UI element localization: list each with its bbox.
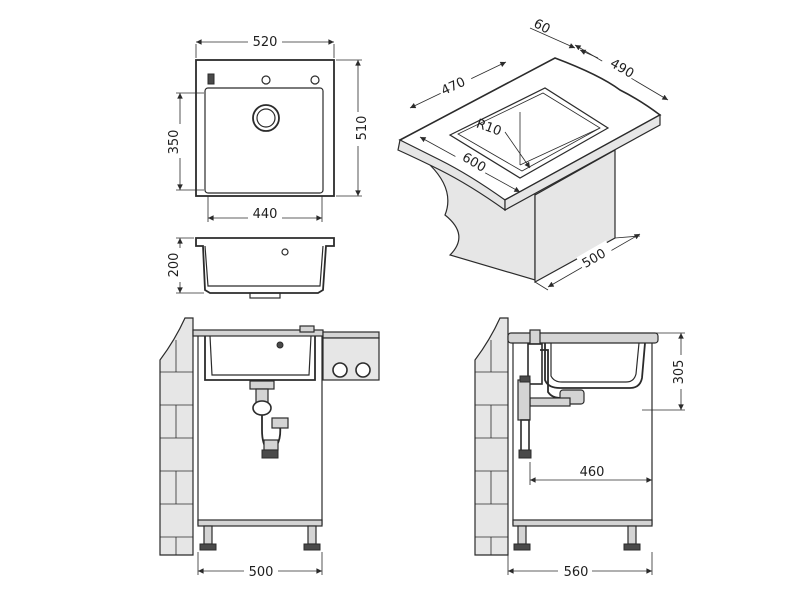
cross-section-view: 200 bbox=[167, 237, 335, 299]
drain-inner-icon bbox=[256, 108, 276, 128]
overflow-slot-icon bbox=[207, 73, 215, 85]
brick-wall-side bbox=[474, 317, 509, 556]
cabinet-base bbox=[197, 519, 323, 527]
sink-bowl-side bbox=[544, 342, 646, 389]
dim-inner-height: 350 bbox=[167, 130, 182, 155]
dim-iso-flange: 60 bbox=[531, 16, 553, 37]
top-view: 520 510 350 440 bbox=[167, 34, 370, 222]
cabinet-leg-icon bbox=[203, 525, 213, 545]
plumbing-pipe-icon bbox=[517, 329, 585, 459]
side-install-view: 305 460 560 bbox=[474, 317, 687, 580]
countertop-right-edge bbox=[504, 113, 661, 212]
drain-icon bbox=[252, 104, 280, 132]
dim-depth: 200 bbox=[167, 253, 182, 278]
siphon-trap-icon bbox=[249, 380, 289, 459]
dim-side-height: 305 bbox=[672, 360, 687, 385]
sink-bowl-outline bbox=[204, 87, 324, 194]
front-install-view: 500 bbox=[159, 317, 380, 580]
overflow-hole-icon bbox=[281, 248, 289, 256]
brick-wall bbox=[159, 317, 194, 556]
knob-icon bbox=[332, 362, 348, 378]
dim-side-cabinet-depth: 560 bbox=[564, 565, 589, 580]
sink-bowl-front bbox=[204, 336, 316, 381]
sink-rim-outline bbox=[195, 59, 335, 197]
tap-hole-icon bbox=[310, 75, 320, 85]
countertop-side bbox=[507, 332, 659, 344]
dim-front-cabinet-width: 500 bbox=[249, 565, 274, 580]
overflow-hole-icon bbox=[276, 341, 284, 349]
countertop-surface bbox=[398, 57, 662, 201]
dim-side-offset: 460 bbox=[580, 465, 605, 480]
dim-top-width: 520 bbox=[253, 35, 278, 50]
cabinet-leg-icon bbox=[627, 525, 637, 545]
isometric-view: R10 60 490 470 600 500 bbox=[397, 16, 669, 291]
dim-top-height: 510 bbox=[355, 116, 370, 141]
knob-icon bbox=[355, 362, 371, 378]
tap-base-icon bbox=[299, 325, 315, 333]
drain-outlet-icon bbox=[249, 292, 281, 299]
cabinet-base-side bbox=[512, 519, 653, 527]
tap-hole-icon bbox=[261, 75, 271, 85]
side-appliance bbox=[322, 337, 380, 381]
cabinet-leg-icon bbox=[517, 525, 527, 545]
cabinet-leg-icon bbox=[307, 525, 317, 545]
dim-inner-width: 440 bbox=[253, 207, 278, 222]
sink-section-outline bbox=[195, 237, 335, 294]
dim-iso-depth: 490 bbox=[607, 56, 636, 81]
